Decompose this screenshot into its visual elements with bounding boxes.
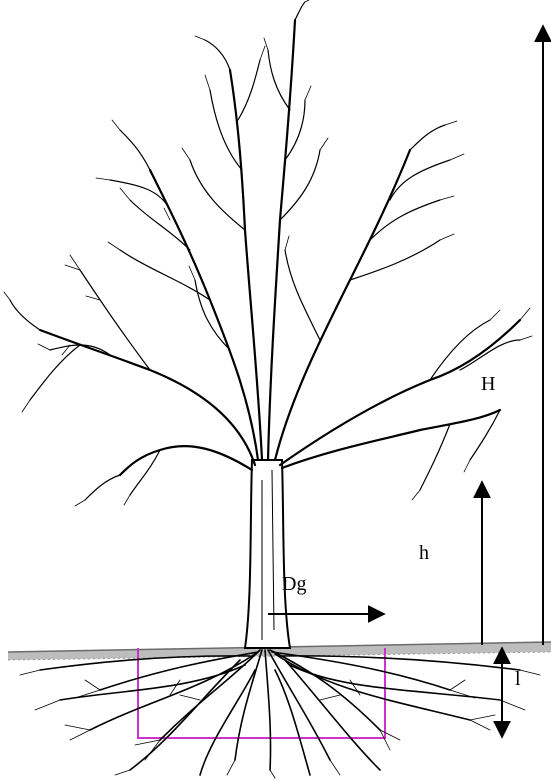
root-depth-label: l (515, 668, 521, 690)
tree-roots (40, 650, 520, 775)
tree-crown (40, 20, 520, 475)
trunk-height-label: h (419, 542, 429, 564)
total-height-label: H (481, 373, 495, 395)
tree-trunk (245, 460, 290, 648)
trunk-diameter-label: Dg (282, 573, 306, 595)
fine-roots (20, 670, 540, 778)
